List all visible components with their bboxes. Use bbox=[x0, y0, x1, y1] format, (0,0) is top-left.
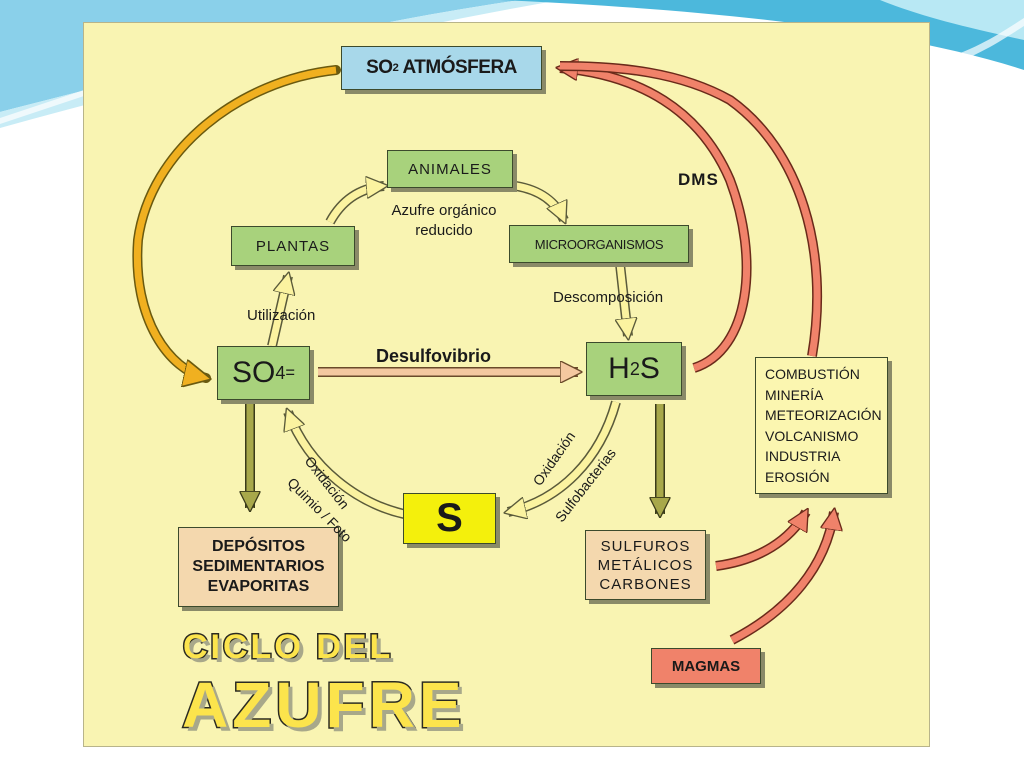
sulfuros-box: SULFUROS METÁLICOS CARBONES bbox=[585, 530, 706, 600]
microorganismos-label: MICROORGANISMOS bbox=[534, 236, 664, 252]
arrow-s-to-so4-fill bbox=[288, 412, 405, 518]
top-right-swoosh-light bbox=[880, 0, 1024, 40]
arrow-plantas-to-animales-fill bbox=[326, 186, 384, 224]
plantas-label: PLANTAS bbox=[255, 237, 331, 255]
azufre-organico-line-2: reducido bbox=[415, 222, 473, 239]
desulfovibrio-label: Desulfovibrio bbox=[376, 346, 492, 366]
top-right-swoosh bbox=[500, 0, 1024, 70]
so2-subscript: 2 bbox=[392, 62, 399, 74]
arrow-sources-to-so2 bbox=[559, 61, 823, 357]
arrow-magmas-to-sources-fill bbox=[730, 512, 834, 644]
sulfuros-line-1: SULFUROS bbox=[600, 537, 691, 555]
fuente-combustion: COMBUSTIÓN bbox=[765, 366, 860, 382]
arrow-sulfuros-to-sources-fill bbox=[715, 512, 810, 570]
h2s-subscript: 2 bbox=[629, 358, 640, 379]
descomposicion-label: Descomposición bbox=[553, 289, 664, 306]
plantas-box: PLANTAS bbox=[231, 226, 355, 266]
animales-box: ANIMALES bbox=[387, 150, 513, 188]
utilizacion-label: Utilización bbox=[247, 307, 316, 324]
animales-label: ANIMALES bbox=[408, 160, 492, 178]
fuente-erosion: EROSIÓN bbox=[765, 468, 830, 485]
arrow-magmas-to-sources bbox=[729, 511, 839, 645]
so4-subscript: 4 bbox=[275, 362, 286, 383]
arrow-so2-to-so4 bbox=[132, 65, 341, 383]
so2-pre: SO bbox=[366, 57, 393, 78]
fuentes-box: COMBUSTIÓN MINERÍA METEORIZACIÓN VOLCANI… bbox=[755, 357, 888, 494]
sulfuros-line-2: METÁLICOS bbox=[597, 556, 694, 574]
fuente-industria: INDUSTRIA bbox=[765, 448, 841, 464]
arrow-animales-to-micro-fill bbox=[515, 182, 564, 220]
fuente-meteorizacion: METEORIZACIÓN bbox=[765, 407, 882, 423]
fuente-mineria: MINERÍA bbox=[765, 386, 824, 403]
arrow-h2s-to-so2 bbox=[559, 63, 752, 373]
arrow-sources-to-so2-fill bbox=[559, 62, 821, 357]
depositos-box: DEPÓSITOS SEDIMENTARIOS EVAPORITAS bbox=[178, 527, 339, 607]
depositos-line-2: SEDIMENTARIOS bbox=[192, 558, 325, 575]
arrow-h2s-to-s-fill bbox=[508, 401, 620, 512]
so4-superscript: = bbox=[285, 363, 295, 382]
azufre-organico-line-1: Azufre orgánico bbox=[391, 202, 497, 219]
fuente-volcanismo: VOLCANISMO bbox=[765, 427, 859, 444]
arrow-micro-to-h2s-fill bbox=[620, 263, 628, 336]
microorganismos-box: MICROORGANISMOS bbox=[509, 225, 689, 263]
depositos-line-3: EVAPORITAS bbox=[207, 578, 310, 595]
s-label: S bbox=[436, 496, 463, 540]
azufre-organico-label: Azufre orgánico reducido bbox=[380, 201, 508, 241]
magmas-label: MAGMAS bbox=[671, 657, 741, 675]
left-edge-stripe bbox=[0, 88, 90, 124]
sulfuros-line-3: CARBONES bbox=[599, 575, 692, 593]
arrow-h2s-to-so2-fill bbox=[560, 68, 751, 372]
so4-pre: SO bbox=[231, 356, 276, 389]
so2-post: ATMÓSFERA bbox=[398, 57, 517, 78]
title-line-1: CICLO DEL bbox=[181, 627, 394, 668]
title-line-2: AZUFRE bbox=[181, 668, 466, 743]
arrow-so4-to-plantas-fill bbox=[268, 276, 288, 347]
magmas-box: MAGMAS bbox=[651, 648, 761, 684]
arrow-so2-to-so4-fill bbox=[133, 66, 337, 378]
arrow-sulfuros-to-sources bbox=[715, 509, 811, 571]
depositos-line-1: DEPÓSITOS bbox=[211, 538, 306, 555]
h2s-post: S bbox=[639, 352, 660, 385]
dms-label: DMS bbox=[678, 170, 719, 189]
right-edge-stripe bbox=[940, 18, 1024, 68]
h2s-pre: H bbox=[608, 352, 630, 385]
azufre-s-box: S bbox=[403, 493, 496, 544]
